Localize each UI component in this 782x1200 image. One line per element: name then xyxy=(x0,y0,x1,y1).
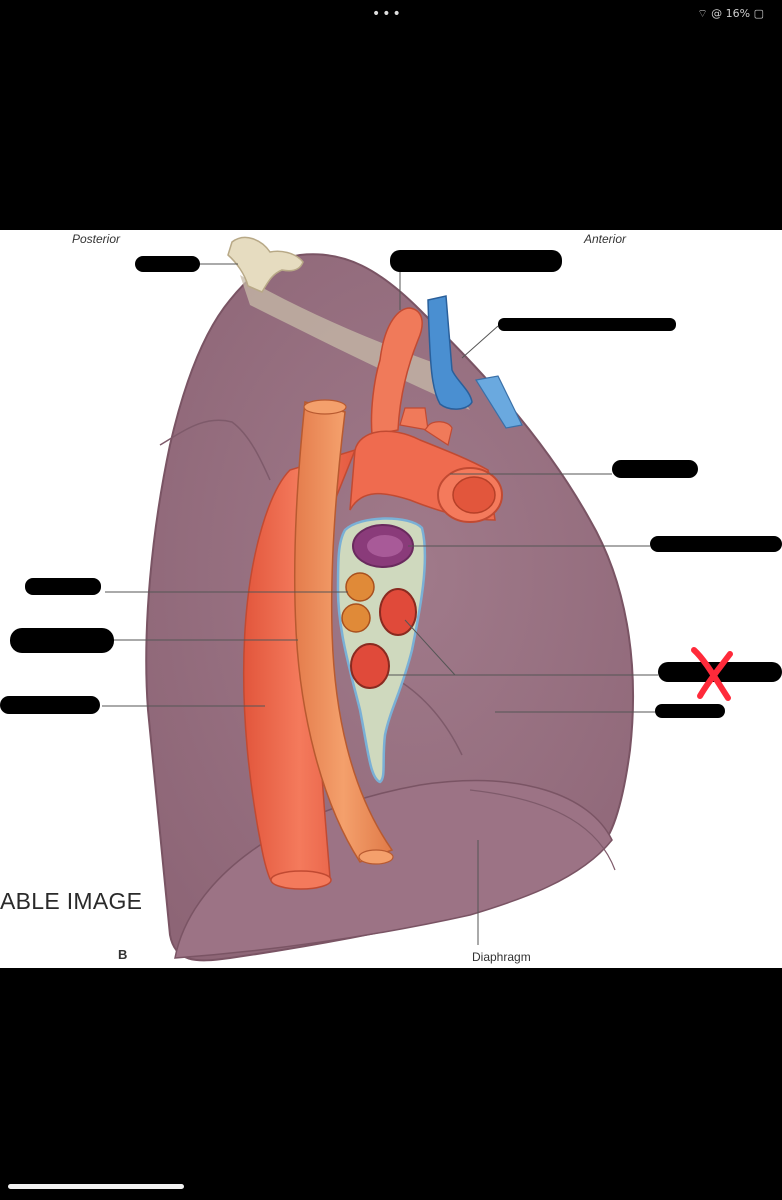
arch-branch xyxy=(399,407,429,431)
home-indicator[interactable] xyxy=(8,1184,184,1189)
bronchus-sections xyxy=(341,572,375,633)
panel-letter: B xyxy=(118,947,128,962)
menu-dots-icon[interactable]: ••• xyxy=(372,6,403,22)
redacted-label xyxy=(498,318,676,331)
rib-head xyxy=(227,236,304,293)
label-posterior: Posterior xyxy=(72,232,121,246)
lung-fissure xyxy=(159,419,271,481)
pulmonary-vein-section xyxy=(379,588,417,636)
vein-branch xyxy=(475,375,523,429)
left-subclavian-artery xyxy=(370,307,423,436)
redacted-label xyxy=(390,250,562,272)
redacted-label xyxy=(135,256,200,272)
lung-mediastinum-illustration xyxy=(0,236,782,962)
lung-fissure-lower xyxy=(397,679,463,756)
status-indicators: ⌔ @ 16% ▢ xyxy=(697,7,764,20)
redacted-label xyxy=(25,578,101,595)
watermark-text: ABLE IMAGE xyxy=(0,888,143,914)
redacted-label xyxy=(655,704,725,718)
redacted-label xyxy=(650,536,782,552)
anatomy-figure: Posterior Anterior Diaphragm B ABLE IMAG… xyxy=(0,230,782,968)
brachiocephalic-vein xyxy=(427,295,473,410)
pulmonary-vein-section-lower xyxy=(350,643,390,689)
status-bar: ••• ⌔ @ 16% ▢ xyxy=(0,0,782,30)
redacted-label xyxy=(612,460,698,478)
red-x-mark-icon xyxy=(691,647,733,701)
label-diaphragm: Diaphragm xyxy=(472,950,531,964)
label-anterior: Anterior xyxy=(584,232,627,246)
redacted-label xyxy=(10,628,114,653)
leader-lines xyxy=(102,263,658,945)
redacted-label xyxy=(0,696,100,714)
rib-band xyxy=(240,275,470,410)
arch-branch-2 xyxy=(424,421,453,446)
